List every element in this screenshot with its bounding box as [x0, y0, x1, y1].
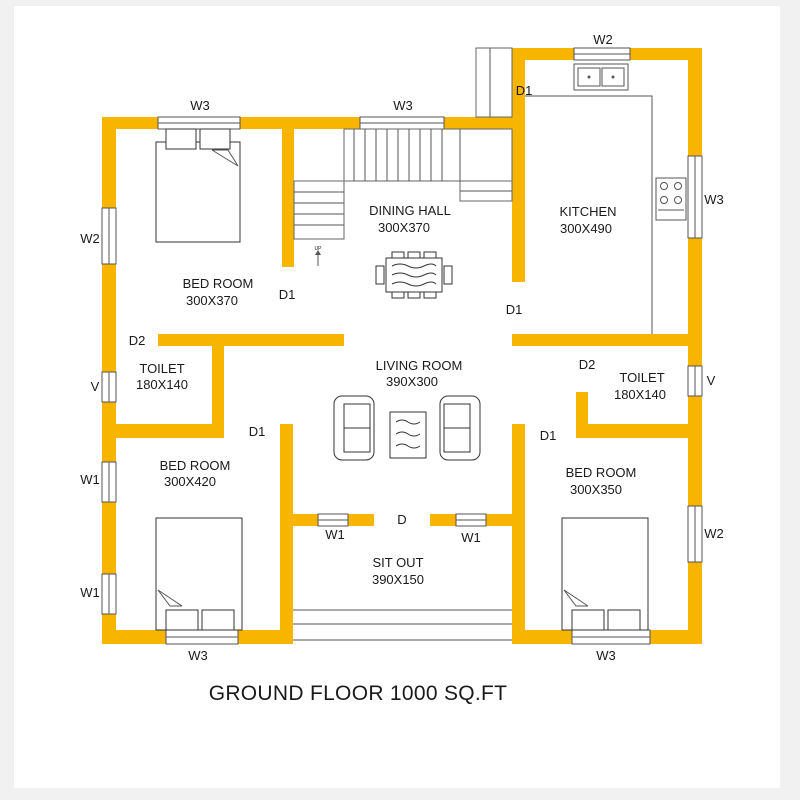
sitout-steps	[293, 609, 512, 641]
bed1-dim: 300X370	[186, 293, 238, 308]
room-labels: DINING HALL 300X370 KITCHEN 300X490 BED …	[136, 203, 666, 587]
tag-d1-bed2: D1	[249, 424, 266, 439]
tag-d2-right: D2	[579, 357, 596, 372]
staircase: UP	[293, 128, 513, 266]
wall-toilet-left-bottom	[102, 424, 224, 438]
wall-living-top-left	[158, 334, 344, 346]
tag-w2-bed3: W2	[704, 526, 724, 541]
wall-bed1-dining	[282, 117, 294, 267]
tag-w3-bed3: W3	[596, 648, 616, 663]
kitchen-counter	[525, 63, 687, 334]
tag-w1-sitout-left: W1	[325, 527, 345, 542]
tag-w3-bed1: W3	[190, 98, 210, 113]
tag-v-right: V	[707, 373, 716, 388]
tag-w1-bed2-top: W1	[80, 472, 100, 487]
bed1-name: BED ROOM	[183, 276, 254, 291]
sitout-dim: 390X150	[372, 572, 424, 587]
bed2-name: BED ROOM	[160, 458, 231, 473]
wall-living-top-right	[512, 334, 702, 346]
dining-hall-name: DINING HALL	[369, 203, 451, 218]
living-room-dim: 390X300	[386, 374, 438, 389]
dining-hall-dim: 300X370	[378, 220, 430, 235]
opening-tags: W2 W3 W3 D1 W3 W2 D1 D1 D2 D2 V V D1 D1 …	[80, 32, 724, 663]
page-frame-bottom	[0, 788, 800, 800]
tag-d-main: D	[397, 512, 406, 527]
toilet-left-dim: 180X140	[136, 377, 188, 392]
tag-d1-kitchen-back: D1	[516, 83, 533, 98]
bed3-dim: 300X350	[570, 482, 622, 497]
bed3-name: BED ROOM	[566, 465, 637, 480]
tag-d1-bed1: D1	[279, 287, 296, 302]
dining-table-icon	[375, 251, 453, 299]
bed2-dim: 300X420	[164, 474, 216, 489]
tag-w3-dining: W3	[393, 98, 413, 113]
bed-icon-bed2	[155, 517, 243, 631]
windows	[101, 47, 703, 645]
toilet-left-name: TOILET	[139, 361, 184, 376]
page-frame-top	[0, 0, 800, 6]
tag-w1-sitout-right: W1	[461, 530, 481, 545]
tag-w3-bed2: W3	[188, 648, 208, 663]
tag-d1-bed3: D1	[540, 428, 557, 443]
wall-bed2-right	[280, 424, 293, 644]
page-frame-left	[0, 0, 14, 800]
tag-w3-kitchen: W3	[704, 192, 724, 207]
kitchen-dim: 300X490	[560, 221, 612, 236]
wall-bed3-left	[512, 424, 525, 644]
page-frame-right	[780, 0, 800, 800]
up-label: UP	[315, 246, 323, 252]
tag-w1-bed2-bottom: W1	[80, 585, 100, 600]
plan-title: GROUND FLOOR 1000 SQ.FT	[209, 682, 508, 705]
bed-icon-bed3	[561, 517, 649, 631]
sitout-name: SIT OUT	[372, 555, 423, 570]
wall-toilet-left-side	[212, 346, 224, 438]
wall-toilet-right-bottom	[576, 424, 702, 438]
tag-v-left: V	[91, 379, 100, 394]
bed-icon-bed1	[155, 128, 241, 243]
kitchen-name: KITCHEN	[559, 204, 616, 219]
toilet-right-name: TOILET	[619, 370, 664, 385]
tag-d2-left: D2	[129, 333, 146, 348]
tag-w2-kitchen: W2	[593, 32, 613, 47]
living-room-name: LIVING ROOM	[376, 358, 463, 373]
toilet-right-dim: 180X140	[614, 387, 666, 402]
sofa-set-icon	[333, 395, 481, 461]
wall-dining-kitchen	[512, 48, 525, 282]
tag-w2-bed1: W2	[80, 231, 100, 246]
tag-d1-dining: D1	[506, 302, 523, 317]
kitchen-back-entry	[475, 47, 513, 118]
